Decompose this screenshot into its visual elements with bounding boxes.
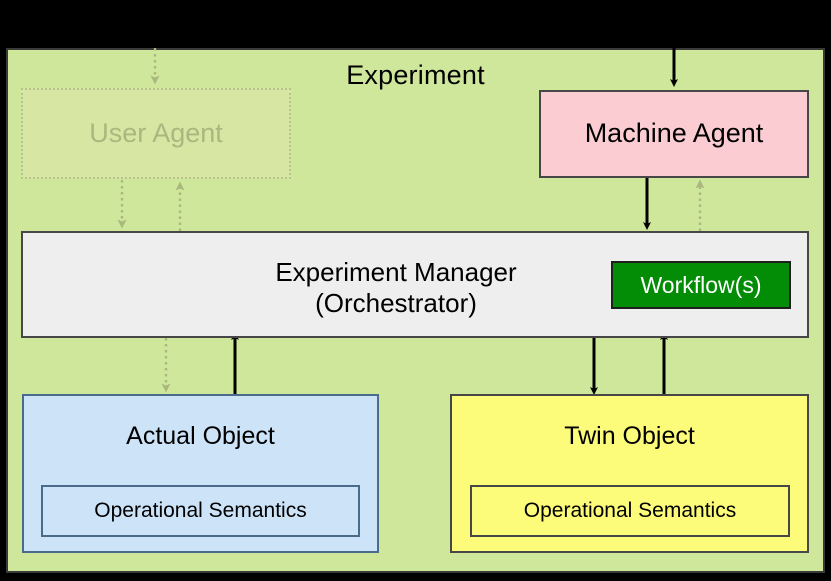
node-twin-object-operational-semantics[interactable]: Operational Semantics xyxy=(470,485,790,537)
node-experiment-manager[interactable]: Experiment Manager (Orchestrator) xyxy=(21,231,809,338)
actual-object-operational-semantics-label: Operational Semantics xyxy=(94,499,307,522)
twin-object-operational-semantics-label: Operational Semantics xyxy=(523,499,737,522)
node-user-agent[interactable]: User Agent xyxy=(21,88,291,179)
workflow-label: Workflow(s) xyxy=(640,271,762,298)
twin-object-label: Twin Object xyxy=(564,422,695,450)
actual-object-label: Actual Object xyxy=(126,422,275,450)
experiment-manager-label-line1: Experiment Manager xyxy=(275,257,517,287)
user-agent-label: User Agent xyxy=(89,117,223,148)
experiment-manager-label-line2: (Orchestrator) xyxy=(315,287,477,318)
node-actual-object-operational-semantics[interactable]: Operational Semantics xyxy=(41,485,360,537)
node-machine-agent[interactable]: Machine Agent xyxy=(539,90,809,178)
experiment-title: Experiment xyxy=(346,60,485,90)
node-workflow[interactable]: Workflow(s) xyxy=(611,261,791,309)
machine-agent-label: Machine Agent xyxy=(584,118,764,149)
experiment-manager-label: Experiment Manager (Orchestrator) xyxy=(23,257,807,318)
